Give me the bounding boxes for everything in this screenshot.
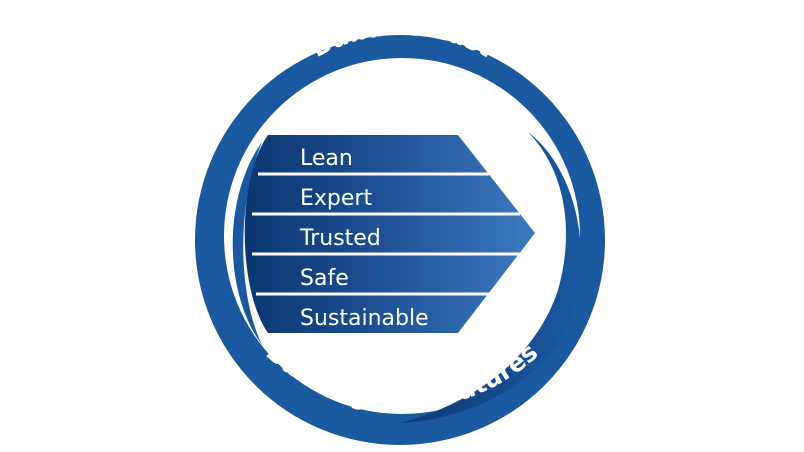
arrow-stack — [244, 135, 535, 333]
inner-left-accent — [232, 142, 262, 345]
stack-item-expert: Expert — [300, 186, 372, 211]
stack-item-lean: Lean — [300, 146, 353, 171]
stack-item-safe: Safe — [300, 266, 349, 291]
inner-crescent — [400, 132, 581, 423]
stack-item-trusted: Trusted — [299, 226, 381, 251]
stack-item-sustainable: Sustainable — [300, 306, 429, 331]
